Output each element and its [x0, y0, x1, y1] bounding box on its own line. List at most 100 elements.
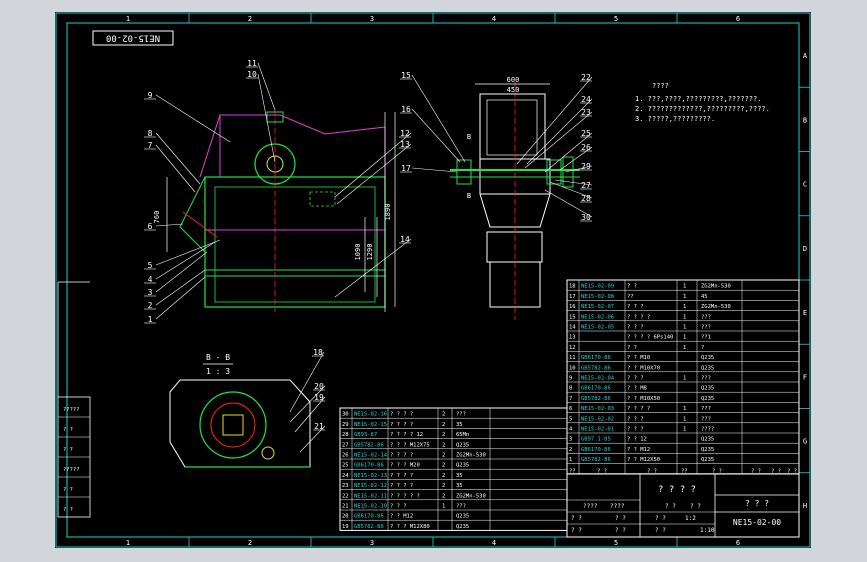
side-lower-housing	[479, 193, 551, 228]
bom-right-cell: 18	[569, 284, 576, 290]
pulley-hub	[266, 155, 284, 173]
sheet-value: 1:10	[700, 527, 715, 534]
bom-left-cell: GB93-87	[354, 432, 377, 438]
bom-right-cell: 1	[683, 345, 686, 351]
section-mark-top: B	[467, 133, 471, 141]
notes-title: ????	[652, 82, 669, 90]
coupling	[562, 156, 574, 188]
frame-col-bottom-3: 3	[370, 539, 374, 547]
bom-right-cell: 1	[683, 325, 686, 331]
callout-leader-30	[544, 189, 593, 218]
lifting-lug	[266, 111, 284, 123]
bom-right-header: ? ?	[647, 468, 657, 474]
bom-right-cell: ???	[701, 376, 711, 382]
callout-21: 21	[314, 422, 324, 431]
bom-right-cell: Q235	[701, 365, 714, 371]
bom-left-cell: ? ? ? ?	[390, 483, 413, 489]
product-name: ? ? ? ?	[658, 485, 696, 495]
callout-12: 12	[400, 129, 410, 138]
title-cell-3: ? ?	[665, 503, 676, 510]
bom-left-cell: ? ? ? ?	[390, 422, 413, 428]
bearing-left	[456, 159, 472, 185]
callout-leader-9	[155, 94, 231, 143]
callout-16: 16	[401, 105, 411, 114]
bom-right-cell: ? ? M8	[627, 386, 647, 392]
dim-600: 600	[507, 76, 520, 84]
bom-left-cell: 35	[456, 473, 463, 479]
section-view: B - B 1 : 3	[169, 353, 311, 468]
callout-leader-18	[289, 351, 325, 413]
bom-right-cell: Q235	[701, 396, 714, 402]
bom-left-cell: ???	[456, 412, 466, 418]
bom-right-cell: GB5782-86	[581, 365, 611, 371]
callout-leader-27	[554, 179, 593, 186]
callout-leader-5	[155, 239, 221, 266]
bom-left-cell: 27	[342, 442, 349, 448]
bom-right-cell: 8	[569, 386, 572, 392]
bom-right-cell: NE15-02-05	[581, 325, 614, 331]
title-row-label-4: ? ?	[615, 527, 626, 534]
bom-left-cell: 35	[456, 483, 463, 489]
bom-right-cell: ? ?	[627, 345, 637, 351]
callout-leader-15	[411, 74, 466, 163]
dim-450: 450	[507, 86, 520, 94]
title-cell-2: ????	[610, 503, 625, 510]
bom-right-cell: 14	[569, 325, 576, 331]
side-strip-cell: ? ?	[63, 447, 73, 453]
title-block: ? ? ? ? ? ? ? NE15-02-00 ???? ???? ? ? 1…	[566, 473, 800, 538]
bom-right-header: ? ?	[712, 468, 722, 474]
side-strip-cell: ? ?	[63, 427, 73, 433]
bom-left-cell: ZG2Mn-530	[456, 453, 486, 459]
bom-right-cell: 15	[569, 314, 576, 320]
bom-left-cell: 25	[342, 463, 349, 469]
callout-leader-14	[334, 238, 412, 298]
bom-left-cell: NE15-02-14	[354, 453, 388, 459]
frame-col-bottom-6: 6	[736, 539, 740, 547]
bom-left-cell: 28	[342, 432, 349, 438]
bom-right-cell: GB5782-86	[581, 396, 611, 402]
callout-leader-17	[411, 167, 458, 173]
bom-right-header: ? ?	[771, 468, 781, 474]
note-1: 1. ???,????,?????????,???????.	[635, 95, 761, 103]
bom-right-cell: ? ? ?	[627, 376, 644, 382]
callout-leader-19	[294, 396, 326, 433]
bom-left-cell: 22	[342, 493, 349, 499]
bom-left-cell: ? ? ?	[390, 504, 407, 510]
frame-col-bottom-5: 5	[614, 539, 618, 547]
part-callouts: 1234567891011121314151617181920212223242…	[144, 59, 593, 453]
bom-right-cell: ???	[701, 406, 711, 412]
title-row-label-5: ? ?	[655, 527, 666, 534]
bom-right-cell: 1	[683, 304, 686, 310]
rotor-disc	[210, 402, 256, 448]
side-strip-table: ?????? ?? ??????? ?? ?	[57, 281, 91, 518]
callout-11: 11	[247, 59, 257, 68]
frame-row-A: A	[803, 52, 808, 60]
frame-col-bottom-1: 1	[126, 539, 130, 547]
bom-left-cell: 2	[442, 493, 445, 499]
title-row-label-1: ? ?	[571, 515, 582, 522]
callout-19: 19	[314, 393, 324, 402]
frame-col-bottom-4: 4	[492, 539, 496, 547]
bom-right-cell: 11	[569, 355, 576, 361]
bom-right-cell: ? ? ? ?	[627, 406, 650, 412]
bom-left-cell: NE15-02-16	[354, 412, 387, 418]
frame-row-B: B	[803, 116, 807, 124]
callout-leader-4	[155, 241, 216, 280]
title-row-label-2: ? ?	[571, 527, 582, 534]
bom-left-cell: 2	[442, 432, 445, 438]
bom-right-cell: 2	[569, 447, 572, 453]
bom-right-cell: Q235	[701, 386, 714, 392]
crusher-inner	[214, 186, 376, 303]
frame-col-top-6: 6	[736, 15, 740, 23]
callout-15: 15	[401, 71, 411, 80]
bom-right-cell: GB5782-86	[581, 457, 611, 463]
bom-right-cell: 1	[683, 294, 686, 300]
bom-right-cell: 3	[569, 437, 572, 443]
callout-29: 29	[581, 162, 591, 171]
bom-left-cell: Q235	[456, 514, 469, 520]
bom-left-cell: GB6170-86	[354, 463, 384, 469]
callout-leader-20	[289, 385, 326, 423]
bom-right-cell: NE15-02-02	[581, 416, 614, 422]
